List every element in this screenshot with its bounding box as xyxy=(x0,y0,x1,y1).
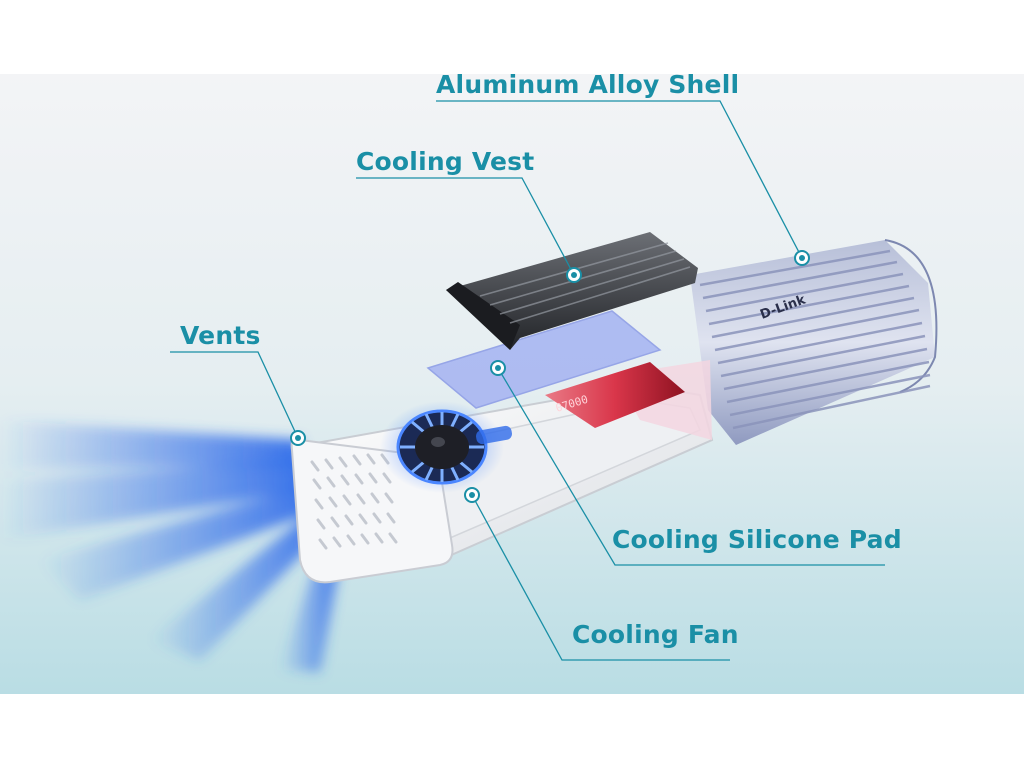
label-cooling-silicone-pad: Cooling Silicone Pad xyxy=(612,525,902,554)
label-vents: Vents xyxy=(180,321,261,350)
label-cooling-fan: Cooling Fan xyxy=(572,620,739,649)
label-cooling-vest: Cooling Vest xyxy=(356,147,534,176)
label-aluminum-alloy-shell: Aluminum Alloy Shell xyxy=(436,70,739,99)
